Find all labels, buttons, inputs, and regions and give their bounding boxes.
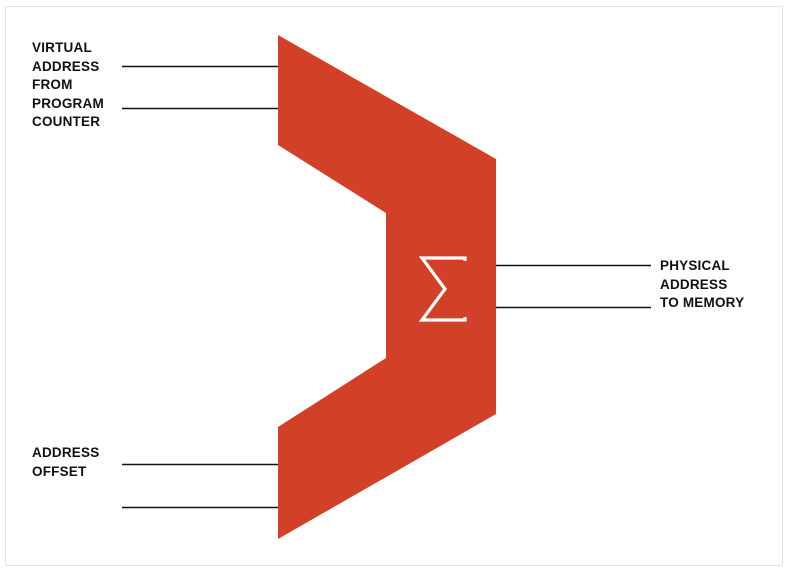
virtual-address-label-line: PROGRAM [32, 95, 104, 111]
address-offset-label: ADDRESS OFFSET [32, 444, 99, 481]
address-offset-label-line: OFFSET [32, 463, 87, 479]
physical-address-label-line: PHYSICAL [660, 258, 730, 273]
diagram-frame [5, 6, 783, 566]
virtual-address-label-line: COUNTER [32, 114, 101, 129]
virtual-address-label-line: ADDRESS [32, 58, 100, 74]
sigma-icon [418, 256, 467, 322]
physical-address-label-line: TO MEMORY [660, 295, 745, 310]
adder-block [278, 35, 496, 539]
virtual-address-label: VIRTUAL ADDRESS FROM PROGRAM COUNTER [32, 39, 104, 132]
physical-address-label-line: ADDRESS [660, 276, 728, 292]
virtual-address-label-line: FROM [32, 77, 73, 92]
address-offset-label-line: ADDRESS [32, 445, 100, 460]
virtual-address-label-line: VIRTUAL [32, 40, 92, 55]
physical-address-label: PHYSICAL ADDRESS TO MEMORY [660, 257, 744, 313]
